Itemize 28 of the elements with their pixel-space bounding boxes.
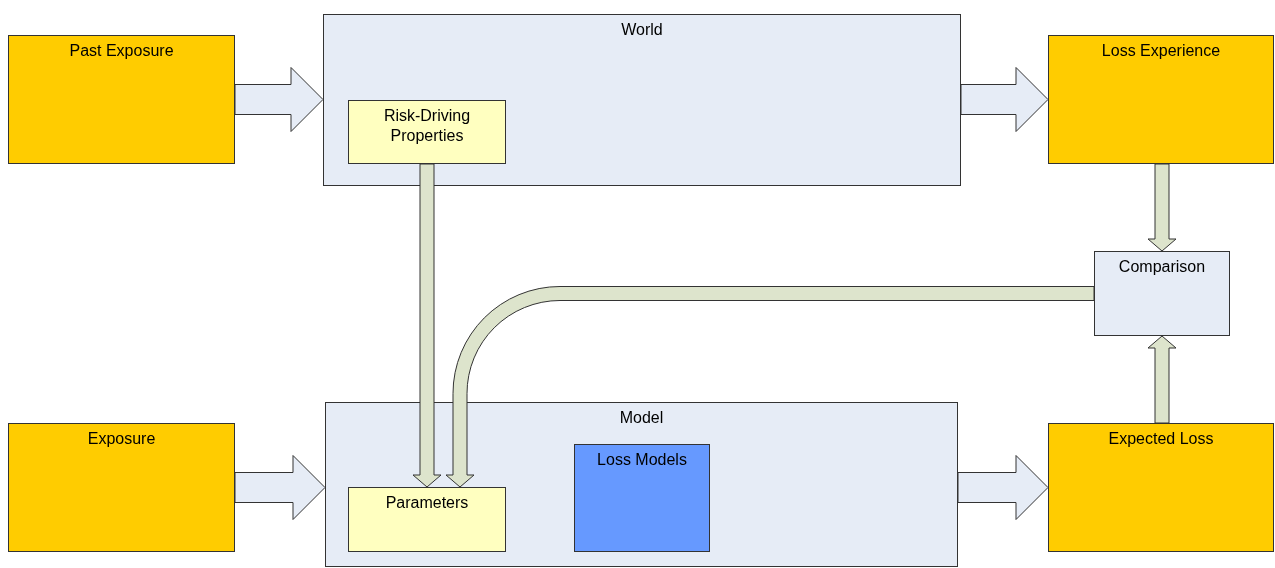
container-box (323, 14, 961, 186)
node-label: Loss Models (596, 450, 688, 470)
block-arrow (957, 455, 1049, 520)
block-arrow (1147, 163, 1177, 252)
component-box (348, 487, 506, 552)
block-arrow (1147, 335, 1177, 424)
input-box (8, 35, 235, 164)
output-box (1048, 423, 1274, 552)
component-box (348, 100, 506, 164)
block-arrow (234, 455, 326, 520)
node-label: Expected Loss (1107, 429, 1215, 449)
block-arrow (960, 67, 1049, 132)
node-label: Comparison (1117, 257, 1207, 277)
node-label: Loss Experience (1100, 41, 1222, 61)
block-arrow (445, 286, 1095, 488)
block-arrow (412, 163, 442, 488)
container-box (325, 402, 958, 567)
block-arrow (234, 67, 324, 132)
input-box (8, 423, 235, 552)
node-label: Model (618, 408, 665, 428)
node-label: World (620, 20, 664, 40)
node-label: Past Exposure (68, 41, 175, 61)
output-box (1048, 35, 1274, 164)
node-label: Parameters (384, 493, 470, 513)
process-box (1094, 251, 1230, 336)
node-label: Exposure (86, 429, 157, 449)
component-box (574, 444, 710, 552)
node-label: Risk-Driving Properties (382, 106, 472, 146)
